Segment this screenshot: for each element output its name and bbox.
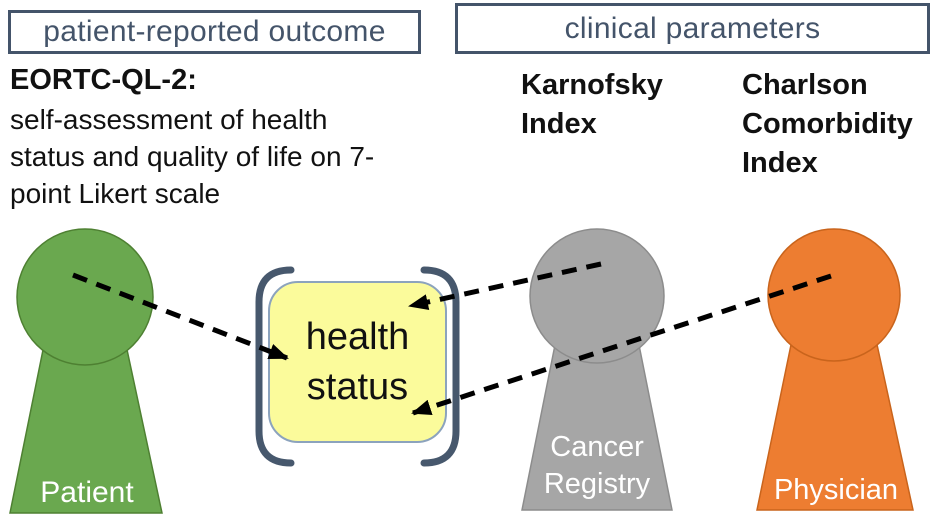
karnofsky-line: Index [521,108,597,140]
health-status-box: health status [268,281,447,443]
cancer-registry-label-line: Cancer [550,431,644,463]
cancer-registry-label: Cancer Registry [522,429,672,503]
physician-label-text: Physician [773,474,899,506]
eortc-title: EORTC-QL-2: [10,64,197,96]
charlson-line: Index [742,147,818,179]
charlson-line: Charlson [742,69,868,101]
physician-pawn-icon [756,228,914,511]
patient-reported-outcome-label: patient-reported outcome [43,15,386,48]
eortc-description-line: point Likert scale [10,178,221,209]
patient-reported-outcome-header: patient-reported outcome [8,10,421,54]
karnofsky-line: Karnofsky [521,69,663,101]
clinical-parameters-header: clinical parameters [455,3,930,54]
health-status-line: status [306,366,409,408]
patient-pawn-icon [9,228,163,514]
cancer-registry-label-line: Registry [543,468,651,500]
patient-label-text: Patient [40,476,134,509]
charlson-comorbidity-index-label: Charlson Comorbidity Index [742,66,913,183]
clinical-parameters-label: clinical parameters [564,11,821,45]
eortc-description: self-assessment of health status and qua… [10,101,374,212]
physician-label: Physician [759,474,913,507]
patient-label: Patient [12,476,162,510]
health-status-line: health [305,316,410,358]
eortc-description-line: self-assessment of health [10,104,328,135]
karnofsky-index-label: Karnofsky Index [521,66,663,144]
eortc-description-line: status and quality of life on 7- [10,141,375,172]
charlson-line: Comorbidity [742,108,913,140]
